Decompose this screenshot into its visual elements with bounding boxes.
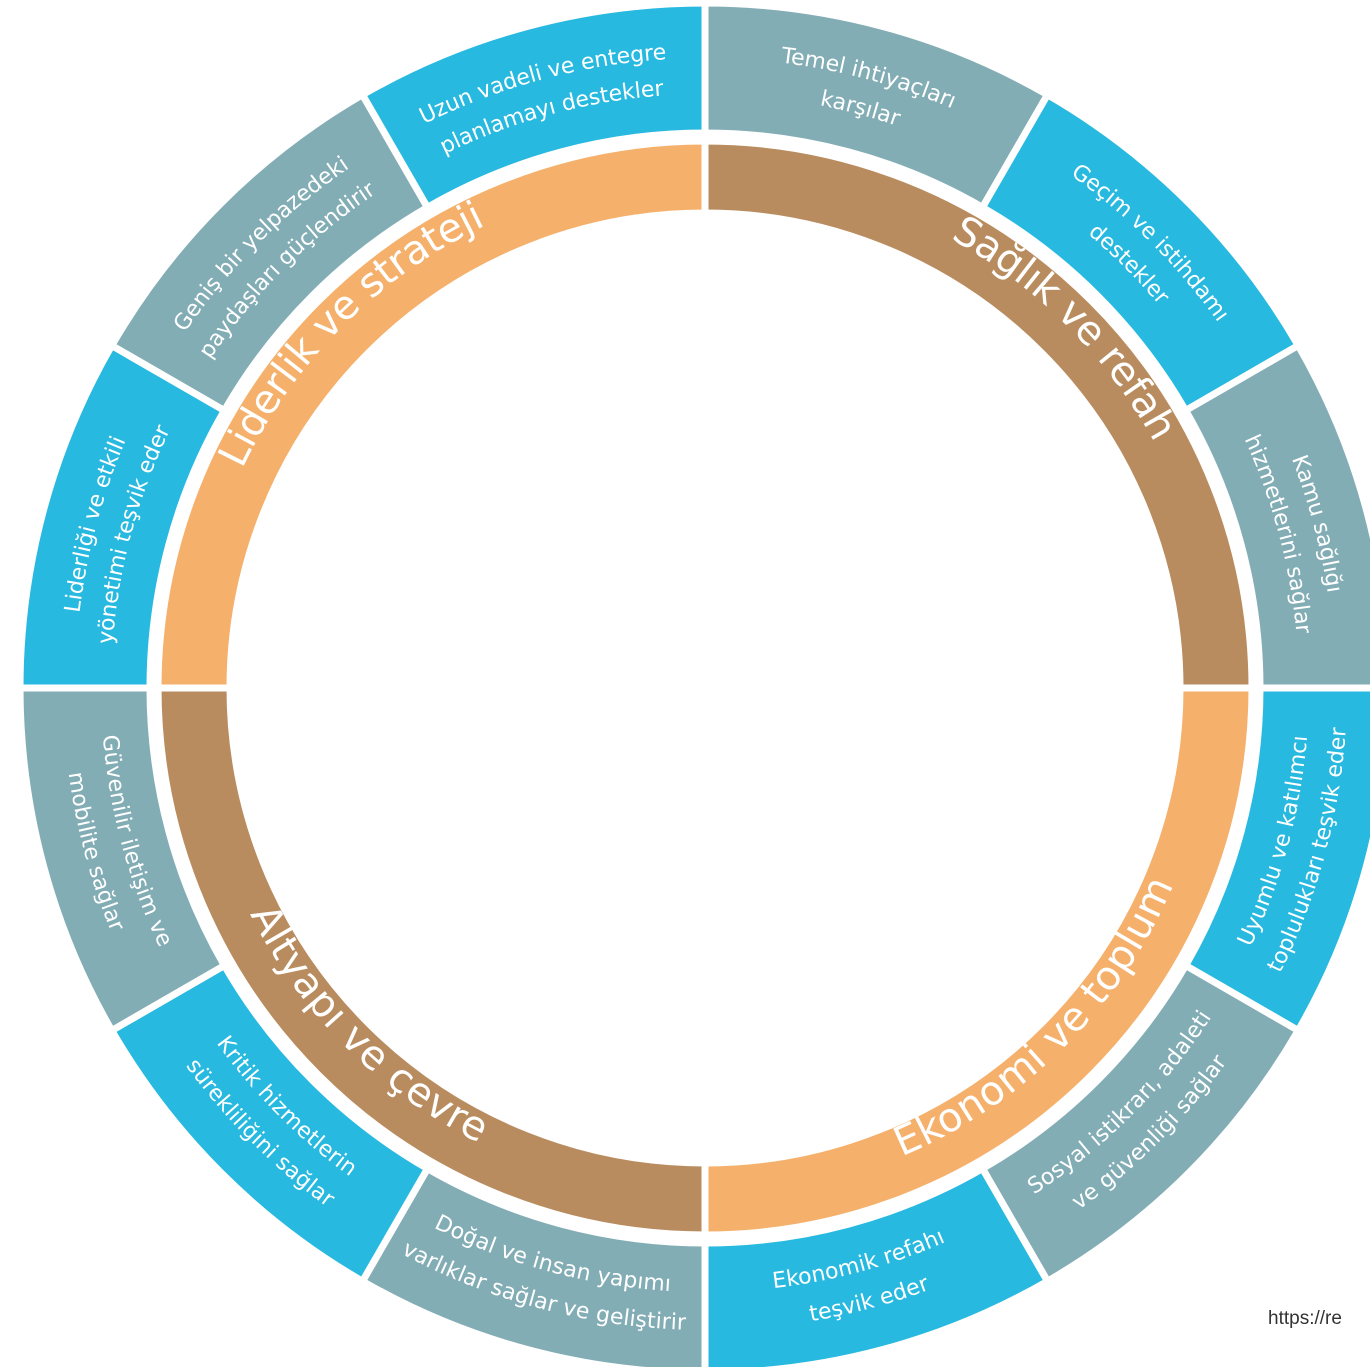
outcome-segment-shape xyxy=(701,1163,1053,1367)
outcome-segment-shape xyxy=(1180,340,1370,692)
pillar-segment-shape xyxy=(154,684,709,1239)
source-url: https://re xyxy=(1268,1308,1342,1329)
outcome-segment-shape xyxy=(357,0,709,213)
